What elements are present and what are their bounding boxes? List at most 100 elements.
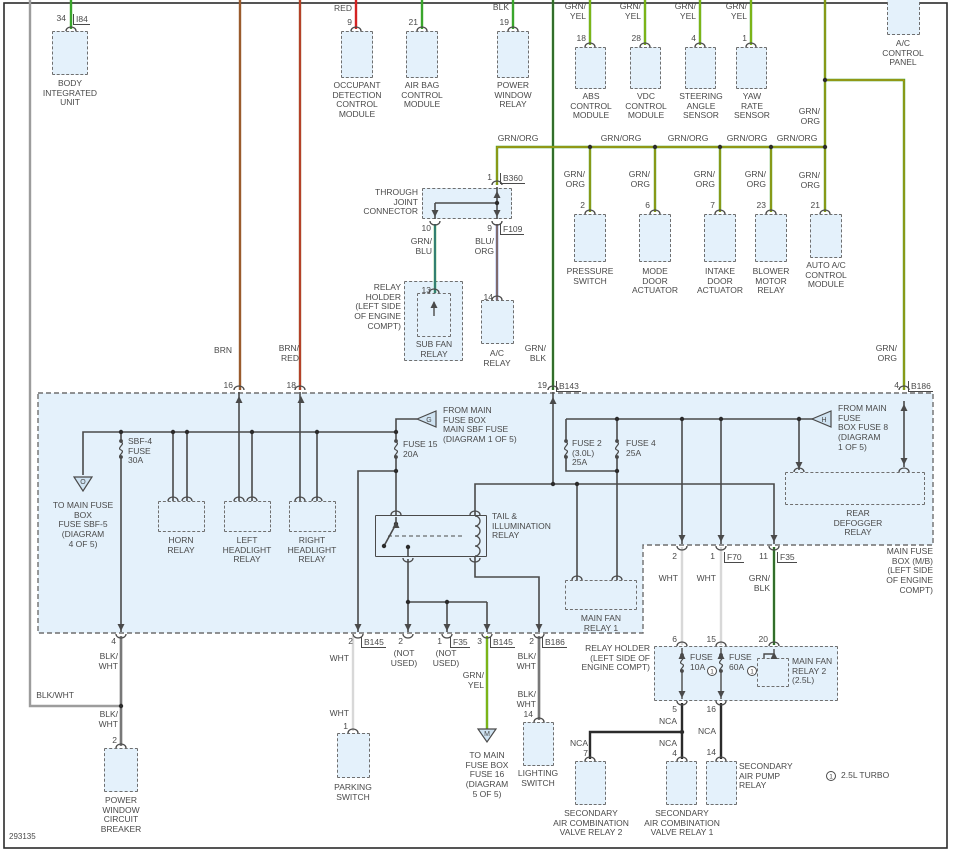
label-f35: F35 (450, 637, 470, 648)
main-fan-relay-1-box (565, 580, 637, 610)
label-grn-org: GRN/ORG (600, 133, 642, 143)
rear-defogger-relay-box (785, 472, 925, 505)
label-grn-org: GRN/ORG (667, 133, 709, 143)
label-2: 2 (112, 735, 117, 745)
label-1: 1 (487, 172, 492, 182)
label-power-window-circuit-breaker: POWER WINDOW CIRCUIT BREAKER (100, 795, 142, 835)
label-14: 14 (483, 292, 493, 302)
label-4: 4 (111, 636, 116, 646)
label-occupant-detection-control-module: OCCUPANT DETECTION CONTROL MODULE (332, 80, 382, 120)
label-main-fan-relay-2-2-5l: MAIN FAN RELAY 2 (2.5L) (792, 656, 833, 686)
label-grn-org: GRN/ORG (776, 133, 818, 143)
label-10: 10 (421, 223, 431, 233)
label-b145: B145 (490, 637, 515, 648)
label-1: 1 (742, 33, 747, 43)
label-pressure-switch: PRESSURE SWITCH (566, 266, 614, 286)
label-wht: WHT (696, 573, 716, 583)
horn-relay-box (158, 501, 205, 532)
label-grn-org: GRN/ ORG (798, 106, 820, 126)
label-6: 6 (645, 200, 650, 210)
doc-number: 293135 (9, 832, 36, 841)
label-grn-org: GRN/ ORG (744, 169, 766, 189)
label-14: 14 (706, 747, 716, 757)
label-main-fan-relay-1: MAIN FAN RELAY 1 (580, 613, 622, 633)
label-wht: WHT (658, 573, 678, 583)
label-13: 13 (421, 285, 431, 295)
ac-relay-box (481, 300, 514, 344)
page-border (3, 2, 948, 849)
secondary-air-combination-valve-relay-1-box (666, 761, 697, 805)
label-through-joint-connector: THROUGH JOINT CONNECTOR (363, 187, 418, 217)
label-tail-illumination-relay: TAIL & ILLUMINATION RELAY (492, 511, 551, 541)
label-2: 2 (580, 200, 585, 210)
label-6: 6 (672, 634, 677, 644)
label-9: 9 (487, 223, 492, 233)
label-34: 34 (56, 13, 66, 23)
label-grn-yel: GRN/ YEL (674, 1, 696, 21)
label-b145: B145 (361, 637, 386, 648)
label-blk-wht: BLK/ WHT (516, 689, 536, 709)
label-to-main-fuse-box-fuse-16-diagram-5-of-5: TO MAIN FUSE BOX FUSE 16 (DIAGRAM 5 OF 5… (465, 750, 509, 799)
label-15: 15 (706, 634, 716, 644)
label-fuse-10a: FUSE 10A (690, 652, 713, 672)
label-grn-org: GRN/ ORG (628, 169, 650, 189)
power-window-circuit-breaker-box (104, 748, 138, 792)
label-2-5l-turbo: 2.5L TURBO (841, 770, 890, 780)
label-16: 16 (706, 704, 716, 714)
label-1: 1 (343, 721, 348, 731)
label-relay-holder-left-side-of-engine-compt: RELAY HOLDER (LEFT SIDE OF ENGINE COMPT) (354, 282, 401, 331)
label-not-used: (NOT USED) (432, 648, 460, 668)
label-blk-wht: BLK/ WHT (516, 651, 536, 671)
label-brn: BRN (214, 345, 232, 355)
label-grn-org: GRN/ ORG (563, 169, 585, 189)
label-2: 2 (672, 551, 677, 561)
label-parking-switch: PARKING SWITCH (334, 782, 372, 802)
label-main-fuse-box-m-b-left-side-of-engine-comp: MAIN FUSE BOX (M/B) (LEFT SIDE OF ENGINE… (886, 546, 933, 595)
label-mode-door-actuator: MODE DOOR ACTUATOR (632, 266, 678, 296)
label-grn-org: GRN/ORG (726, 133, 768, 143)
pressure-switch-box (574, 214, 606, 262)
label-grn-blk: GRN/ BLK (748, 573, 770, 593)
label-f109: F109 (500, 224, 525, 235)
label-1: 1 (710, 551, 715, 561)
label-grn-yel: GRN/ YEL (564, 1, 586, 21)
label-b186: B186 (542, 637, 567, 648)
label-nca-4: NCA 4 (659, 738, 677, 758)
label-16: 16 (223, 380, 233, 390)
mode-door-actuator-box (639, 214, 671, 262)
label-brn-red: BRN/ RED (278, 343, 299, 363)
label-blk-wht: BLK/ WHT (98, 709, 118, 729)
label-18: 18 (286, 380, 296, 390)
label-2: 2 (398, 636, 403, 646)
label-air-bag-control-module: AIR BAG CONTROL MODULE (401, 80, 443, 110)
label-fuse-60a: FUSE 60A (729, 652, 752, 672)
label-secondary-air-pump-relay: SECONDARY AIR PUMP RELAY (739, 761, 793, 791)
label-grn-org: GRN/ ORG (875, 343, 897, 363)
label-i84: I84 (73, 14, 90, 25)
air-bag-module-box (406, 31, 438, 78)
label-23: 23 (756, 200, 766, 210)
left-headlight-relay-box (224, 501, 271, 532)
label-rear-defogger-relay: REAR DEFOGGER RELAY (833, 508, 883, 538)
label-grn-org: GRN/ ORG (798, 170, 820, 190)
vdc-control-module-box (630, 47, 661, 89)
ac-control-panel-box (887, 0, 920, 35)
secondary-air-combination-valve-relay-2-box (575, 761, 606, 805)
label-21: 21 (810, 200, 820, 210)
label-blower-motor-relay: BLOWER MOTOR RELAY (752, 266, 790, 296)
label-left-headlight-relay: LEFT HEADLIGHT RELAY (222, 535, 272, 565)
label-relay-holder-left-side-of-engine-compt: RELAY HOLDER (LEFT SIDE OF ENGINE COMPT) (581, 643, 650, 673)
main-fan-relay-2-box (757, 658, 789, 687)
label-blk-wht: BLK/ WHT (98, 651, 118, 671)
label-vdc-control-module: VDC CONTROL MODULE (625, 91, 667, 121)
label-fuse-4-25a: FUSE 4 25A (626, 438, 656, 458)
label-4: 4 (894, 380, 899, 390)
occupant-detection-module-box (341, 31, 373, 78)
label-b186: B186 (908, 381, 933, 392)
label-7: 7 (710, 200, 715, 210)
label-fuse-2-3-0l-25a: FUSE 2 (3.0L) 25A (572, 438, 602, 468)
label-grn-org: GRN/ORG (497, 133, 539, 143)
label-horn-relay: HORN RELAY (167, 535, 195, 555)
